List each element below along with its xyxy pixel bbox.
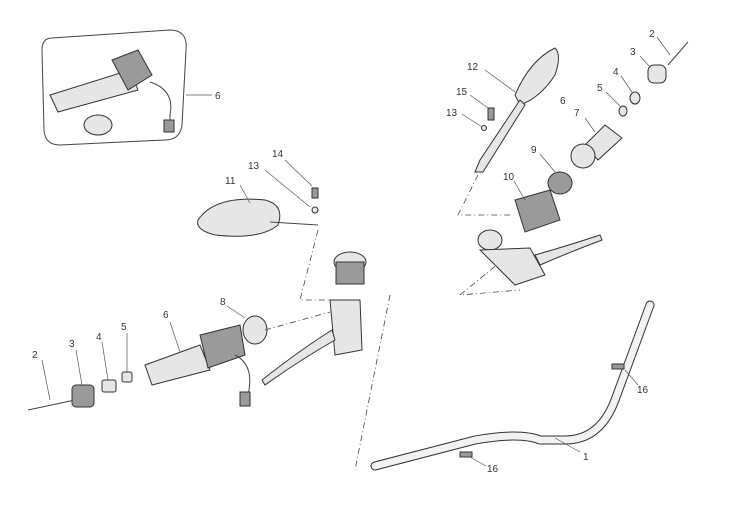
handlebar: 16 1 16 [370,300,655,475]
callout-label: 6 [215,91,221,102]
callout-label: 7 [574,108,580,119]
callout-label: 2 [649,29,655,40]
callout-label: 9 [531,145,537,156]
callout-label: 5 [121,322,127,333]
callout-label: 14 [272,149,284,160]
callout-label: 4 [96,332,102,343]
callout-label: 6 [163,310,169,321]
callout-label: 12 [467,62,479,73]
callout-label: 1 [583,452,589,463]
inset-switch-assembly: 6 [41,29,221,146]
callout-label: 11 [225,176,236,187]
callout-label: 3 [69,339,75,350]
callout-label: 16 [637,385,649,396]
callout-label: 13 [446,108,458,119]
left-mirror: 14 13 11 [197,149,319,237]
left-grip-assembly: 8 6 5 4 3 2 [27,297,331,411]
callout-label: 4 [613,67,619,78]
callout-label: 13 [248,161,260,172]
callout-label: 10 [503,172,515,183]
right-mirror: 12 15 13 [446,47,559,173]
right-grip-assembly: 2 3 4 5 6 7 9 10 [477,29,689,286]
callout-label: 8 [220,297,226,308]
callout-label: 16 [487,464,499,475]
callout-label: 2 [32,350,38,361]
callout-label: 3 [630,47,636,58]
left-brake-master-cylinder [261,251,367,386]
callout-label: 6 [560,96,566,107]
callout-label: 15 [456,87,468,98]
callout-label: 5 [597,83,603,94]
